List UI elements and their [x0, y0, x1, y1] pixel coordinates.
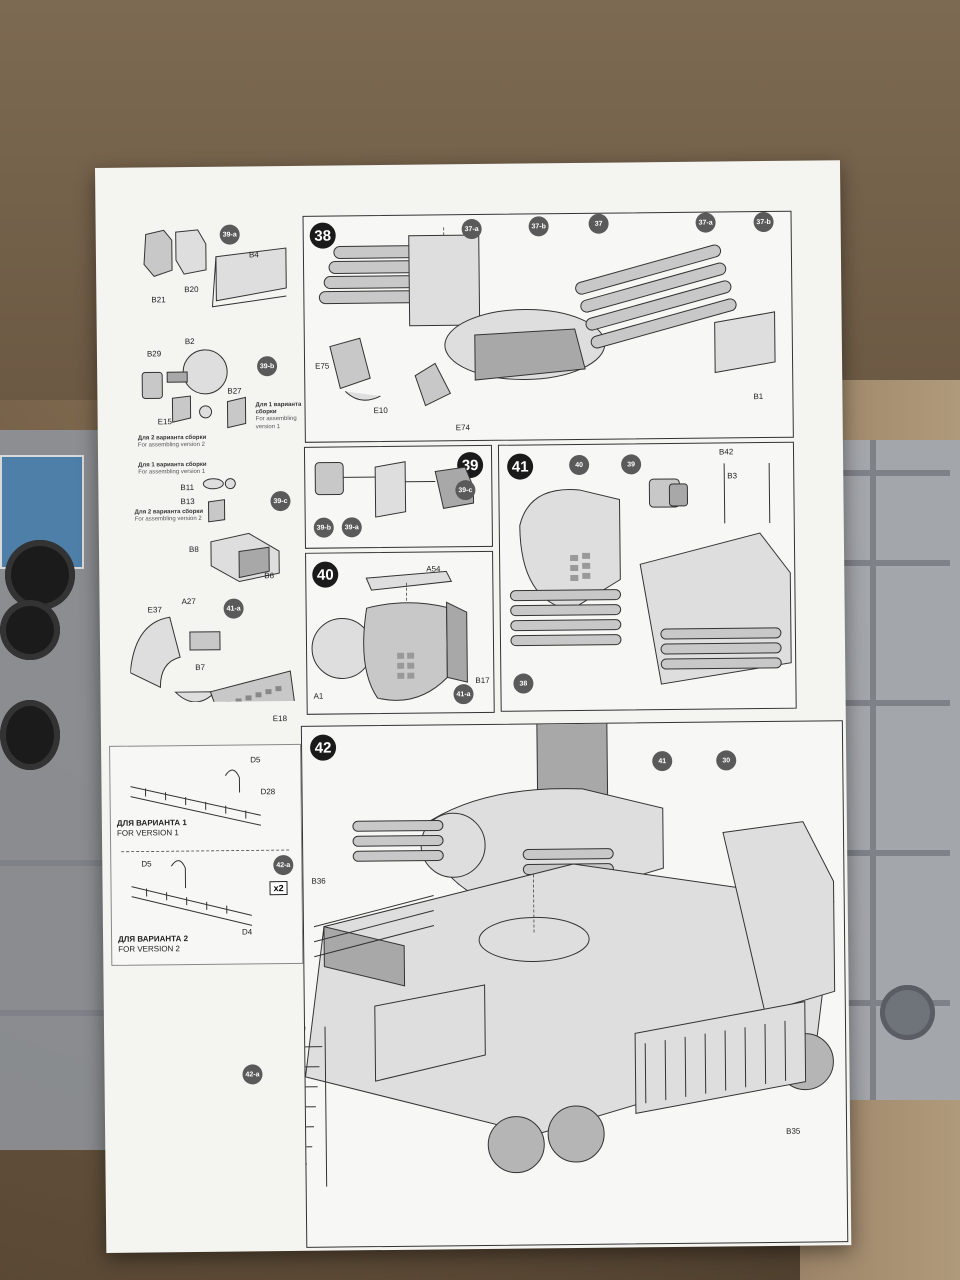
sprue-runner: [0, 860, 110, 866]
callout: 37: [588, 213, 609, 234]
part-label: B13: [180, 496, 195, 507]
instruction-sheet: 38 37-a 37-b 37: [95, 160, 852, 1253]
callout: 39: [621, 454, 642, 475]
part-label: B4: [248, 250, 259, 260]
version-en: FOR VERSION 2: [118, 944, 181, 955]
part-label: B17: [475, 675, 490, 686]
part-label: E74: [455, 423, 471, 433]
left-subassembly-art: [129, 229, 297, 703]
tire: [5, 540, 75, 610]
part-label: A1: [313, 691, 324, 701]
sprue-runner: [820, 560, 950, 566]
part-label: B21: [151, 295, 166, 305]
assembly-note: Для 1 варианта сборки For assembling ver…: [138, 462, 207, 477]
sprue-runner: [870, 440, 876, 1100]
note-en: For assembling version 1: [255, 416, 297, 430]
note-en: For assembling version 1: [138, 469, 206, 476]
part-label: B42: [718, 447, 734, 457]
step-40-art: [311, 570, 468, 701]
part-label: A54: [426, 564, 441, 574]
assembly-note: Для 2 варианта сборки For assembling ver…: [135, 509, 205, 524]
sprue-runner: [0, 1010, 110, 1016]
ladder-versions-box: D5 D28 ДЛЯ ВАРИАНТА 1 FOR VERSION 1 D5 4…: [109, 743, 304, 966]
part-label: E37: [147, 605, 162, 615]
callout: 41: [652, 750, 673, 772]
part-label: B8: [188, 544, 199, 555]
step-42-panel: 42: [300, 720, 849, 1248]
part-label: A27: [181, 596, 196, 607]
tire: [0, 600, 60, 660]
part-label: D4: [241, 927, 253, 937]
sprue-runner: [820, 470, 950, 476]
callout: 39-c: [270, 490, 291, 512]
callout: 42-a: [273, 854, 294, 876]
assembly-note: Для 1 варианта сборки For assembling ver…: [255, 402, 315, 431]
callout: 39-a: [219, 224, 240, 245]
part-label: B29: [146, 349, 162, 359]
step-39-panel: 39 39-c 39-b 39-a: [303, 444, 493, 549]
sprue-runner: [820, 700, 950, 706]
part-label: B27: [227, 386, 242, 396]
callout: 39-a: [341, 517, 362, 538]
part-label: E10: [373, 405, 388, 416]
version-2-label: ДЛЯ ВАРИАНТА 2 FOR VERSION 2: [118, 934, 188, 956]
part-label: B11: [180, 482, 195, 493]
version-ru: ДЛЯ ВАРИАНТА 1: [116, 818, 187, 828]
callout: 37-b: [753, 211, 774, 233]
sprue-part: [880, 985, 935, 1040]
part-label: B36: [311, 876, 326, 886]
callout: 38: [513, 673, 534, 694]
callout: 39-c: [455, 480, 476, 501]
part-label: B35: [786, 1126, 801, 1136]
step-38-art: [318, 225, 776, 407]
callout: 41-a: [223, 598, 244, 619]
sprue-runner: [820, 850, 950, 856]
tire: [0, 700, 60, 770]
callout: 37-a: [695, 212, 716, 233]
callout: 39-b: [313, 517, 334, 538]
step-42-art: [301, 721, 836, 1188]
part-label: B7: [195, 662, 206, 672]
part-label: D5: [141, 859, 152, 869]
step-40-panel: 40 A54 A1 B17 41-a: [305, 550, 495, 715]
assembly-note: Для 2 варианта сборки For assembling ver…: [138, 435, 207, 450]
step-38-panel: 38 37-a 37-b 37: [302, 210, 794, 443]
part-label: E18: [272, 714, 288, 724]
callout: 30: [716, 750, 737, 771]
part-label: E75: [315, 361, 330, 371]
part-label: B2: [184, 336, 195, 347]
part-label: E15: [157, 417, 172, 427]
step-41-panel: 41 40 39 B42 B3 38: [497, 441, 797, 712]
callout: 40: [569, 454, 590, 476]
part-label: B6: [264, 571, 275, 581]
callout: 37-b: [528, 216, 549, 237]
version-ru: ДЛЯ ВАРИАНТА 2: [118, 934, 189, 944]
quantity-badge: x2: [269, 881, 288, 896]
part-label: B20: [184, 284, 199, 295]
part-label: D5: [250, 755, 261, 765]
version-1-label: ДЛЯ ВАРИАНТА 1 FOR VERSION 1: [117, 818, 187, 840]
note-en: For assembling version 2: [134, 516, 202, 523]
callout: 37-a: [461, 218, 482, 240]
part-label: B1: [753, 392, 764, 402]
ladder-art: [121, 769, 292, 926]
part-label: B3: [727, 471, 738, 481]
note-en: For assembling version 2: [137, 442, 205, 449]
note-ru: Для 1 варианта сборки: [255, 401, 302, 416]
callout: 39-b: [256, 356, 278, 377]
part-label: D28: [260, 787, 276, 797]
version-en: FOR VERSION 1: [116, 828, 179, 839]
callout: 41-a: [453, 684, 474, 705]
step-41-art: [510, 462, 792, 685]
callout: 42-a: [242, 1064, 263, 1085]
